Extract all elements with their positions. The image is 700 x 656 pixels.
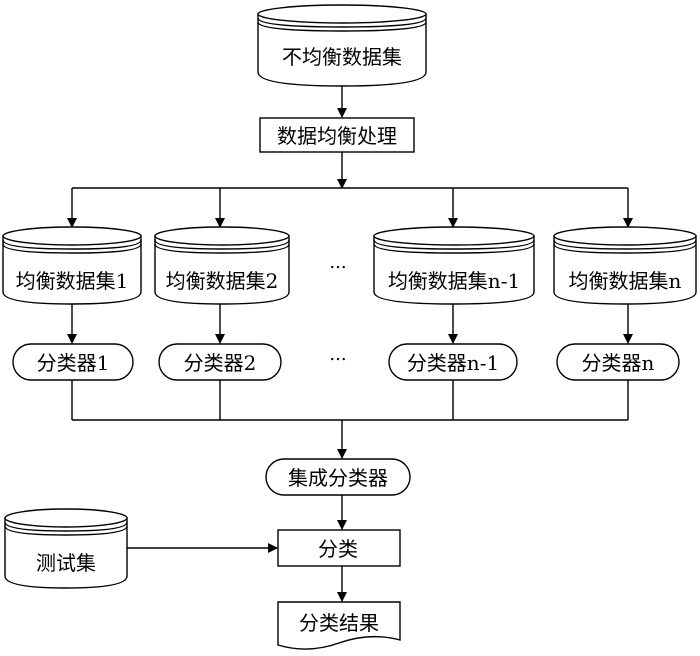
balance-process-label: 数据均衡处理: [277, 124, 397, 148]
balanced-set-label-2: 均衡数据集2: [166, 269, 279, 293]
classify-node: 分类: [277, 529, 401, 567]
balanced-set-node-n: 均衡数据集n: [553, 226, 697, 305]
classifier-label-n-1: 分类器n-1: [407, 351, 499, 375]
test-set-label: 测试集: [36, 551, 96, 575]
balance-process-node: 数据均衡处理: [259, 117, 415, 153]
source-dataset-node: 不均衡数据集: [257, 4, 427, 87]
classifier-label-2: 分类器2: [184, 351, 257, 375]
source-dataset-label: 不均衡数据集: [282, 45, 402, 69]
classifier-label-1: 分类器1: [37, 351, 110, 375]
result-label: 分类结果: [299, 611, 379, 635]
classifier-node-n: 分类器n: [556, 343, 680, 381]
balanced-set-node-1: 均衡数据集1: [2, 226, 142, 305]
balanced-set-label-1: 均衡数据集1: [16, 269, 129, 293]
test-set-node: 测试集: [4, 508, 128, 589]
classifier-label-n: 分类器n: [582, 351, 655, 375]
balanced-set-label-n-1: 均衡数据集n-1: [388, 269, 520, 293]
balanced-set-label-n: 均衡数据集n: [569, 269, 682, 293]
classifier-node-1: 分类器1: [12, 343, 134, 381]
ensemble-label: 集成分类器: [288, 466, 388, 490]
balanced-set-node-n-1: 均衡数据集n-1: [373, 226, 535, 305]
ellipsis-classifiers: ...: [329, 344, 346, 365]
classify-label: 分类: [318, 537, 358, 561]
classifier-node-n-1: 分类器n-1: [388, 343, 518, 381]
ellipsis-sets: ...: [329, 252, 346, 273]
ensemble-node: 集成分类器: [265, 458, 411, 496]
result-node: 分类结果: [277, 601, 401, 650]
balanced-set-node-2: 均衡数据集2: [154, 226, 290, 305]
classifier-node-2: 分类器2: [158, 343, 282, 381]
